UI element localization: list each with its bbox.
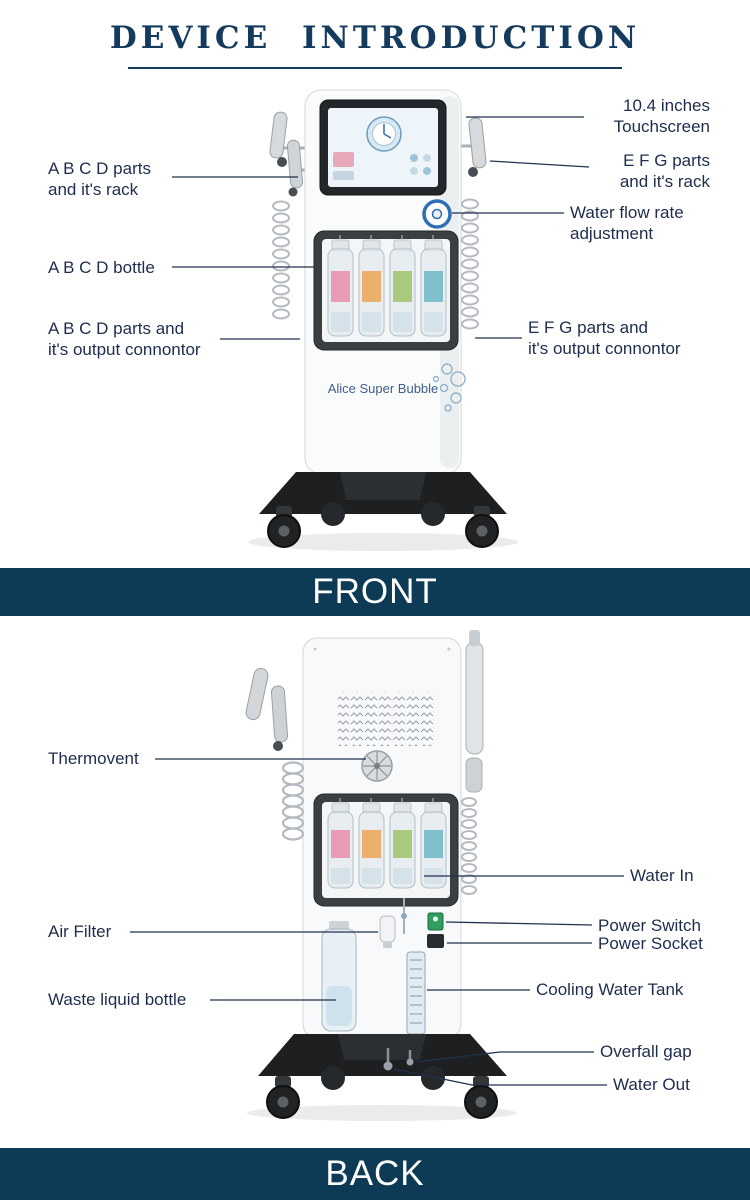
back-leader-lines (130, 758, 624, 1086)
water-flow-gauge (422, 199, 452, 229)
left-coil-cable-back (281, 761, 305, 841)
front-banner-text: FRONT (312, 572, 438, 611)
left-handpieces (269, 111, 304, 197)
leader-line (445, 921, 593, 926)
front-machine (248, 89, 518, 551)
bottle-panel-back (313, 793, 459, 907)
label-efg-parts-rack: E F G parts and it's rack (619, 151, 710, 191)
waste-liquid-bottle (321, 921, 357, 1032)
water-in-tube (401, 898, 407, 934)
label-efg-output-connector: E F G parts and it's output connontor (528, 318, 681, 358)
bottle-panel (313, 230, 459, 351)
power-switch (427, 912, 444, 931)
label-waste-liquid-bottle: Waste liquid bottle (48, 990, 187, 1009)
leader-line (489, 160, 590, 168)
label-cooling-water-tank: Cooling Water Tank (536, 980, 684, 999)
label-water-out: Water Out (613, 1075, 690, 1094)
power-socket (427, 934, 444, 948)
brand-text: Alice Super Bubble (327, 381, 439, 396)
base-and-casters-back (247, 1034, 517, 1121)
left-coil-cable (272, 200, 290, 320)
label-overfall-gap: Overfall gap (600, 1042, 692, 1061)
touchscreen (319, 99, 447, 196)
leader-line (393, 1068, 607, 1086)
front-banner: FRONT (0, 568, 750, 616)
left-handpieces-back (245, 667, 289, 751)
overfall-gap-connector (406, 1058, 414, 1066)
label-thermovent: Thermovent (48, 749, 139, 768)
label-air-filter: Air Filter (48, 922, 112, 941)
air-filter (379, 915, 396, 948)
label-water-flow-adjustment: Water flow rate adjustment (570, 203, 684, 243)
page-title: DEVICE INTRODUCTION (109, 20, 641, 56)
right-attachment (465, 630, 484, 793)
back-machine (245, 630, 517, 1121)
label-abcd-output-connector: A B C D parts and it's output connontor (48, 319, 201, 359)
right-coil-cable (461, 198, 479, 330)
vent-grille (338, 692, 434, 746)
back-machine-illustration (130, 630, 624, 1121)
back-banner: BACK (0, 1148, 750, 1200)
front-machine-illustration (172, 89, 590, 551)
brand-bubbles (432, 363, 466, 412)
cooling-water-tank (406, 951, 426, 1035)
thermovent-fan (361, 750, 393, 782)
title-underline (128, 67, 622, 69)
label-power-socket: Power Socket (598, 934, 703, 953)
water-out-connector (383, 1061, 393, 1071)
front-view-section: DEVICE INTRODUCTION (0, 0, 750, 568)
label-abcd-bottle: A B C D bottle (48, 258, 155, 277)
label-touchscreen: 10.4 inches Touchscreen (613, 96, 710, 136)
label-abcd-parts-rack: A B C D parts and it's rack (48, 159, 151, 199)
right-coil-cable (461, 797, 477, 895)
label-water-in: Water In (630, 866, 694, 885)
leader-line (415, 1051, 594, 1063)
back-view-section: Thermovent Air Filter Waste liquid bottl… (0, 616, 750, 1148)
back-banner-text: BACK (325, 1154, 425, 1193)
base-and-casters (248, 472, 518, 551)
front-leader-lines (172, 116, 590, 340)
label-power-switch: Power Switch (598, 916, 701, 935)
right-handpiece (468, 117, 487, 177)
